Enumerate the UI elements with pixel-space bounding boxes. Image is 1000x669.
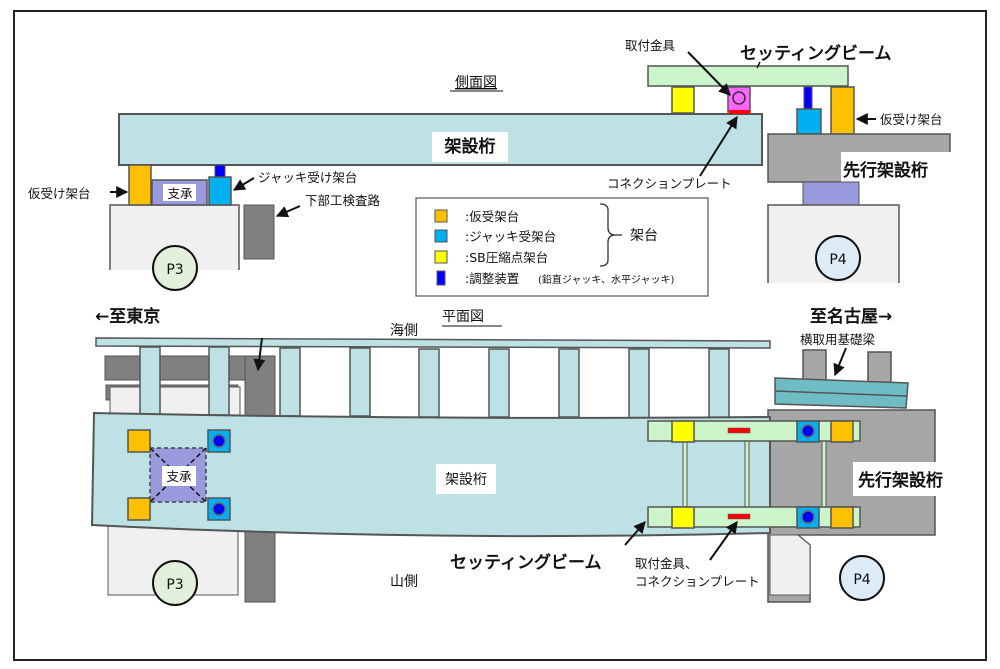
connection-plate-plan-2 [727, 513, 751, 520]
legend-item-temp: :仮受架台 [465, 209, 519, 224]
setting-beam-plan-label: セッティングビーム [450, 552, 601, 573]
setting-beam-side-label: セッティングビーム [740, 43, 891, 64]
side-view-title: 側面図 [455, 75, 497, 91]
bearing-right-side [802, 181, 860, 206]
adjust-device-right [803, 86, 813, 110]
inspection-path-plan [244, 355, 276, 417]
legend-swatch-adjust [436, 270, 446, 286]
side-view: 側面図 P3 架設桁 支承 仮受け架台 ジャッキ受け架台 下部工検査路 セッティ… [28, 38, 951, 293]
pier-p4-plan-marker [839, 555, 885, 601]
pier-p4-label: P4 [829, 252, 846, 268]
legend-item-adjust-note: (鉛直ジャッキ、水平ジャッキ) [538, 273, 675, 286]
plan-girder-label: 架設桁 [445, 472, 487, 488]
fitting-plan-label-1: 取付金具、 [635, 556, 698, 571]
temp-support-right-label: 仮受け架台 [880, 112, 943, 127]
connection-plate-plan-1 [727, 427, 751, 434]
sea-side-deck [95, 337, 771, 349]
pier-p3-plan-label: P3 [166, 577, 183, 593]
temp-support-right [830, 86, 855, 135]
temp-support-left [128, 164, 152, 206]
inspection-path-label: 下部工検査路 [305, 193, 381, 208]
lateral-beam-label: 横取用基礎梁 [800, 332, 876, 347]
fitting-plan-label-2: コネクションプレート [635, 574, 760, 589]
connection-plate-label: コネクションプレート [607, 176, 732, 191]
side-girder-label: 架設桁 [445, 136, 496, 157]
plan-view: ←至東京 平面図 海側 至名古屋→ [90, 306, 963, 606]
legend-item-adjust: :調整装置 [465, 271, 519, 286]
legend-swatch-sb [434, 250, 448, 264]
plan-girder [90, 411, 771, 538]
cross-members [139, 346, 730, 420]
legend-box [415, 197, 709, 297]
legend-group-label: 架台 [630, 228, 658, 244]
setting-beam-side [647, 65, 849, 87]
legend-swatch-temp [434, 209, 448, 223]
legend-item-sb: :SB圧縮点架台 [465, 250, 548, 265]
pier-p3-plan-marker [152, 560, 198, 606]
mountain-side-label: 山側 [390, 574, 418, 590]
sb-compression-support [671, 86, 695, 114]
jack-support-right [796, 108, 822, 135]
preceding-girder-plan-label: 先行架設桁 [858, 470, 943, 491]
temp-support-plan-2 [127, 497, 151, 521]
bearing-plan-label: 支承 [166, 469, 192, 484]
legend: :仮受架台 :ジャッキ受架台 :SB圧縮点架台 :調整装置 (鉛直ジャッキ、水平… [415, 197, 709, 297]
plan-view-title: 平面図 [442, 309, 484, 325]
pier-p3-marker [152, 245, 198, 291]
legend-swatch-jack [434, 229, 448, 243]
to-tokyo-label: ←至東京 [95, 306, 160, 327]
adjust-device-left [214, 164, 226, 178]
temp-support-plan-1 [127, 429, 151, 453]
inspection-path-plan-bottom [244, 524, 276, 603]
fitting-label: 取付金具 [625, 38, 676, 53]
to-nagoya-label: 至名古屋→ [810, 306, 892, 327]
legend-item-jack: :ジャッキ受架台 [465, 229, 556, 244]
pier-p3-label: P3 [166, 262, 183, 278]
preceding-girder-side-label: 先行架設桁 [843, 160, 928, 181]
pier-p4-marker [815, 235, 861, 281]
jack-support-label: ジャッキ受け架台 [258, 170, 357, 185]
pier-p4-plan-label: P4 [853, 572, 870, 588]
bearing-side-label: 支承 [167, 186, 193, 201]
jack-support-left [208, 176, 232, 206]
inspection-path [243, 204, 275, 260]
temp-support-label: 仮受け架台 [28, 186, 91, 201]
sea-side-label: 海側 [390, 323, 418, 339]
connection-plate-side [729, 110, 750, 114]
setting-beams-plan [647, 420, 861, 529]
